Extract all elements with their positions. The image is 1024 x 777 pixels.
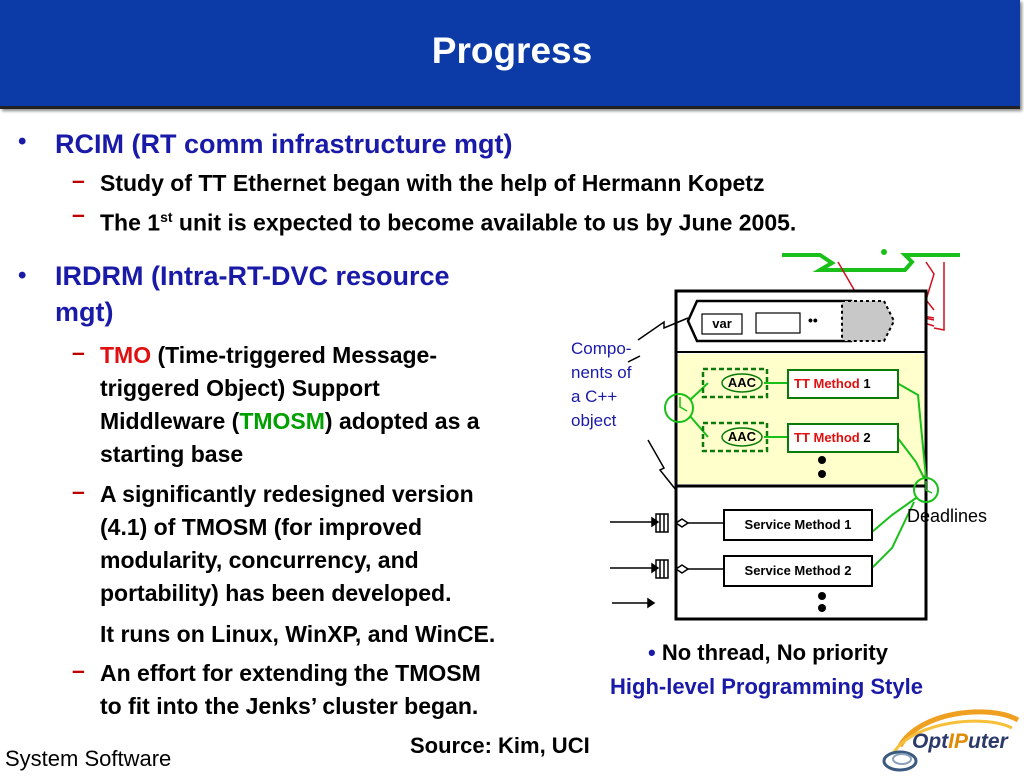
network-bus	[782, 249, 960, 272]
tmo-line1-rest: (Time-triggered Message-	[151, 342, 437, 368]
optiputer-wordmark: OptIPuter	[912, 730, 1008, 754]
tt-method-1-text: TT Method	[794, 376, 860, 391]
dash-redesign: –	[72, 478, 85, 504]
redesign-line1: A significantly redesigned version	[100, 481, 474, 507]
service-method-2-label: Service Method 2	[744, 563, 852, 578]
rcim-sub2-sup: st	[160, 209, 173, 225]
effort-line1: An effort for extending the TMOSM	[100, 660, 481, 686]
dash-rcim-2: –	[72, 201, 85, 227]
dash-effort: –	[72, 657, 85, 683]
tmo-line3: Middleware (TMOSM) adopted as a	[100, 405, 480, 438]
rcim-sub2-post: unit is expected to become available to …	[172, 209, 797, 236]
tt-method-2-text: TT Method	[794, 430, 860, 445]
tmo-red: TMO	[100, 342, 152, 368]
tmo-line2: triggered Object) Support	[100, 375, 380, 401]
slide-title: Progress	[431, 30, 593, 71]
tt-method-2-num: 2	[863, 430, 871, 445]
effort-line2: to fit into the Jenks’ cluster began.	[100, 693, 479, 719]
tmo-line1: TMO (Time-triggered Message-	[100, 339, 437, 372]
aac-1-label: AAC	[727, 375, 757, 390]
var-dots: ••	[808, 312, 818, 328]
redesign-line4: portability) has been developed.	[100, 580, 452, 606]
dash-rcim-1: –	[72, 167, 85, 193]
var-slot	[755, 312, 801, 334]
service-method-1-label: Service Method 1	[744, 517, 852, 532]
irdrm-heading-2: mgt)	[55, 297, 114, 327]
rcim-sub2-pre: The 1	[100, 209, 161, 236]
logo-ip: IP	[948, 730, 968, 753]
components-label-1: Compo-	[571, 339, 632, 358]
aac-2-label: AAC	[727, 429, 757, 444]
dash-tmo: –	[72, 339, 85, 365]
title-bar	[0, 0, 1020, 109]
deadlines-label: Deadlines	[907, 506, 988, 526]
bullet-rcim: •	[18, 128, 27, 155]
rcim-sub1: Study of TT Ethernet began with the help…	[100, 170, 765, 196]
var-label: var	[712, 316, 732, 331]
redesign-line2: (4.1) of TMOSM (for improved	[100, 514, 422, 540]
components-label-2: nents of	[571, 363, 632, 382]
tmosm-green: TMOSM	[239, 408, 325, 434]
components-label-4: object	[571, 411, 617, 430]
irdrm-heading-1: IRDRM (Intra-RT-DVC resource	[55, 261, 450, 291]
tt-method-1-box	[787, 369, 899, 399]
footer-source: Source: Kim, UCI	[410, 733, 590, 758]
tt-method-1-label: TT Method 1	[794, 376, 871, 391]
tmo-line3-post: ) adopted as a	[324, 408, 480, 434]
redesign-line3: modularity, concurrency, and	[100, 547, 419, 573]
components-bracket	[627, 317, 689, 491]
no-thread-line: • No thread, No priority	[648, 640, 888, 666]
no-thread-text: No thread, No priority	[661, 640, 888, 665]
logo-uter: uter	[968, 730, 1008, 753]
footer-system-software: System Software	[5, 746, 172, 771]
tt-method-2-label: TT Method 2	[794, 430, 871, 445]
tt-method-1-num: 1	[863, 376, 871, 391]
tt-method-2-box	[787, 423, 899, 453]
components-label-3: a C++	[571, 387, 618, 406]
tmo-line4: starting base	[100, 441, 244, 467]
logo-opt: Opt	[912, 730, 949, 753]
service-method-1-box	[723, 509, 873, 541]
high-level-style: High-level Programming Style	[610, 674, 923, 699]
continuation-dots	[818, 456, 826, 612]
rcim-heading: RCIM (RT comm infrastructure mgt)	[55, 129, 513, 159]
optiputer-logo	[882, 709, 1020, 772]
service-method-2-box	[723, 555, 873, 587]
no-thread-bullet: •	[648, 640, 662, 665]
bullet-irdrm: •	[18, 262, 27, 289]
runs-on: It runs on Linux, WinXP, and WinCE.	[100, 621, 496, 647]
rcim-sub2: The 1st unit is expected to become avail…	[100, 201, 796, 240]
tmo-line3-pre: Middleware (	[100, 408, 240, 434]
message-queues	[610, 513, 724, 609]
tt-links	[664, 382, 939, 569]
